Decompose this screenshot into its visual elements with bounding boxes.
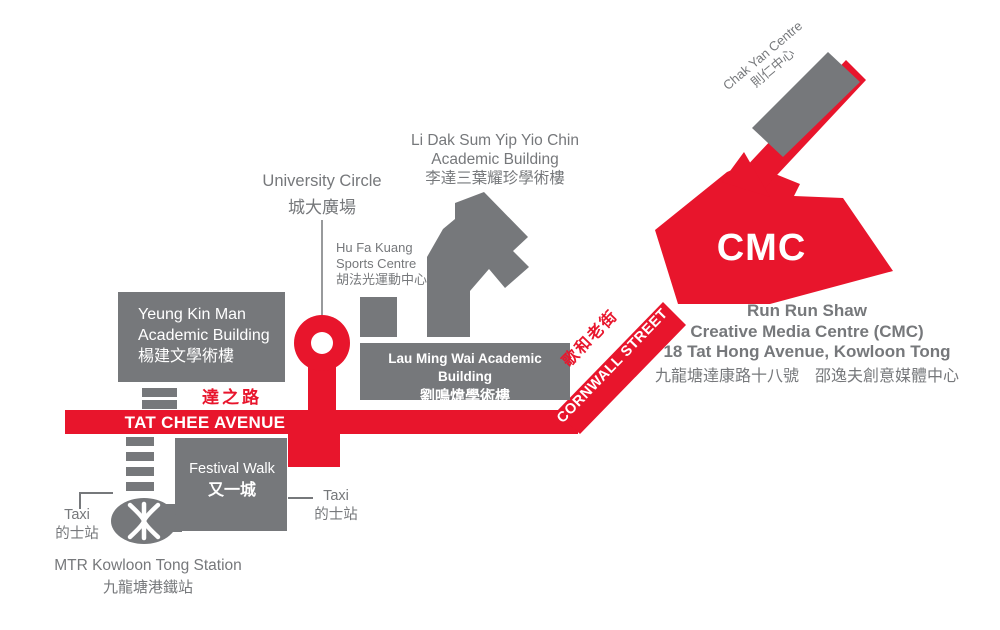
li-dak-sum-label: Li Dak Sum Yip Yio Chin Academic Buildin… — [385, 131, 605, 188]
cmc-name-en2: Creative Media Centre (CMC) — [690, 321, 924, 341]
cmc-info-label: Run Run Shaw Creative Media Centre (CMC)… — [633, 301, 981, 389]
festival-walk-zh: 又一城 — [207, 482, 256, 499]
university-circle-en: University Circle — [262, 172, 382, 190]
cmc-address-zh: 九龍塘達康路十八號 邵逸夫創意媒體中心 — [654, 367, 959, 385]
university-circle-label: University Circle 城大廣場 — [222, 170, 422, 218]
cmc-name-en1: Run Run Shaw — [747, 301, 867, 320]
hu-fa-kuang-en2: Sports Centre — [336, 255, 417, 271]
lau-ming-wai-building — [360, 343, 570, 400]
hu-fa-kuang-label: Hu Fa Kuang Sports Centre 胡法光運動中心 — [336, 240, 456, 288]
festival-walk-building — [175, 438, 287, 531]
mtr-station-en: MTR Kowloon Tong Station — [54, 557, 242, 574]
mtr-logo-icon — [127, 501, 161, 541]
chak-yan-centre-building — [752, 52, 860, 157]
tat-chee-avenue-label: TAT CHEE AVENUE — [124, 413, 286, 432]
lau-ming-wai-en: Lau Ming Wai Academic Building — [388, 351, 542, 384]
lau-ming-wai-zh: 劉鳴煒學術樓 — [419, 388, 510, 405]
taxi-stand-east-label: Taxi 的士站 — [314, 488, 358, 523]
li-dak-sum-name-en2: Academic Building — [431, 151, 559, 168]
university-circle-zh: 城大廣場 — [288, 198, 356, 217]
tat-chee-avenue-zh-label: 達之路 — [202, 388, 262, 407]
lau-ming-wai-label: Lau Ming Wai Academic Building 劉鳴煒學術樓 — [360, 350, 570, 407]
route-arrowhead-icon — [722, 152, 770, 197]
cmc-building — [655, 163, 893, 304]
crossing-marks — [126, 388, 177, 491]
yeung-kin-man-zh: 楊建文學術樓 — [138, 348, 235, 365]
festival-walk-access-road — [288, 433, 340, 467]
cmc-address-en: 18 Tat Hong Avenue, Kowloon Tong — [663, 342, 951, 361]
li-dak-sum-name-zh: 李達三葉耀珍學術樓 — [425, 170, 565, 187]
festival-walk-label: Festival Walk 又一城 — [177, 459, 287, 502]
li-dak-sum-building — [427, 192, 529, 337]
mtr-station-label: MTR Kowloon Tong Station 九龍塘港鐵站 — [53, 555, 243, 599]
hu-fa-kuang-zh: 胡法光運動中心 — [336, 272, 428, 287]
li-dak-sum-name-en1: Li Dak Sum Yip Yio Chin — [410, 132, 579, 149]
mtr-station-zh: 九龍塘港鐵站 — [102, 579, 193, 596]
taxi-west-pointer-line — [79, 492, 113, 509]
yeung-kin-man-label: Yeung Kin Man Academic Building 楊建文學術樓 — [138, 304, 283, 367]
cornwall-street-road — [556, 302, 686, 434]
yeung-kin-man-building — [118, 292, 285, 382]
taxi-stand-west-label: Taxi 的士站 — [55, 507, 99, 542]
yeung-kin-man-en1: Yeung Kin Man — [138, 306, 246, 323]
roundabout-center — [311, 332, 333, 354]
festival-walk-en: Festival Walk — [189, 461, 275, 477]
hu-fa-kuang-building — [360, 297, 397, 337]
cmc-abbr-label: CMC — [716, 227, 807, 269]
hu-fa-kuang-en1: Hu Fa Kuang — [336, 240, 413, 255]
yeung-kin-man-en2: Academic Building — [138, 327, 270, 344]
